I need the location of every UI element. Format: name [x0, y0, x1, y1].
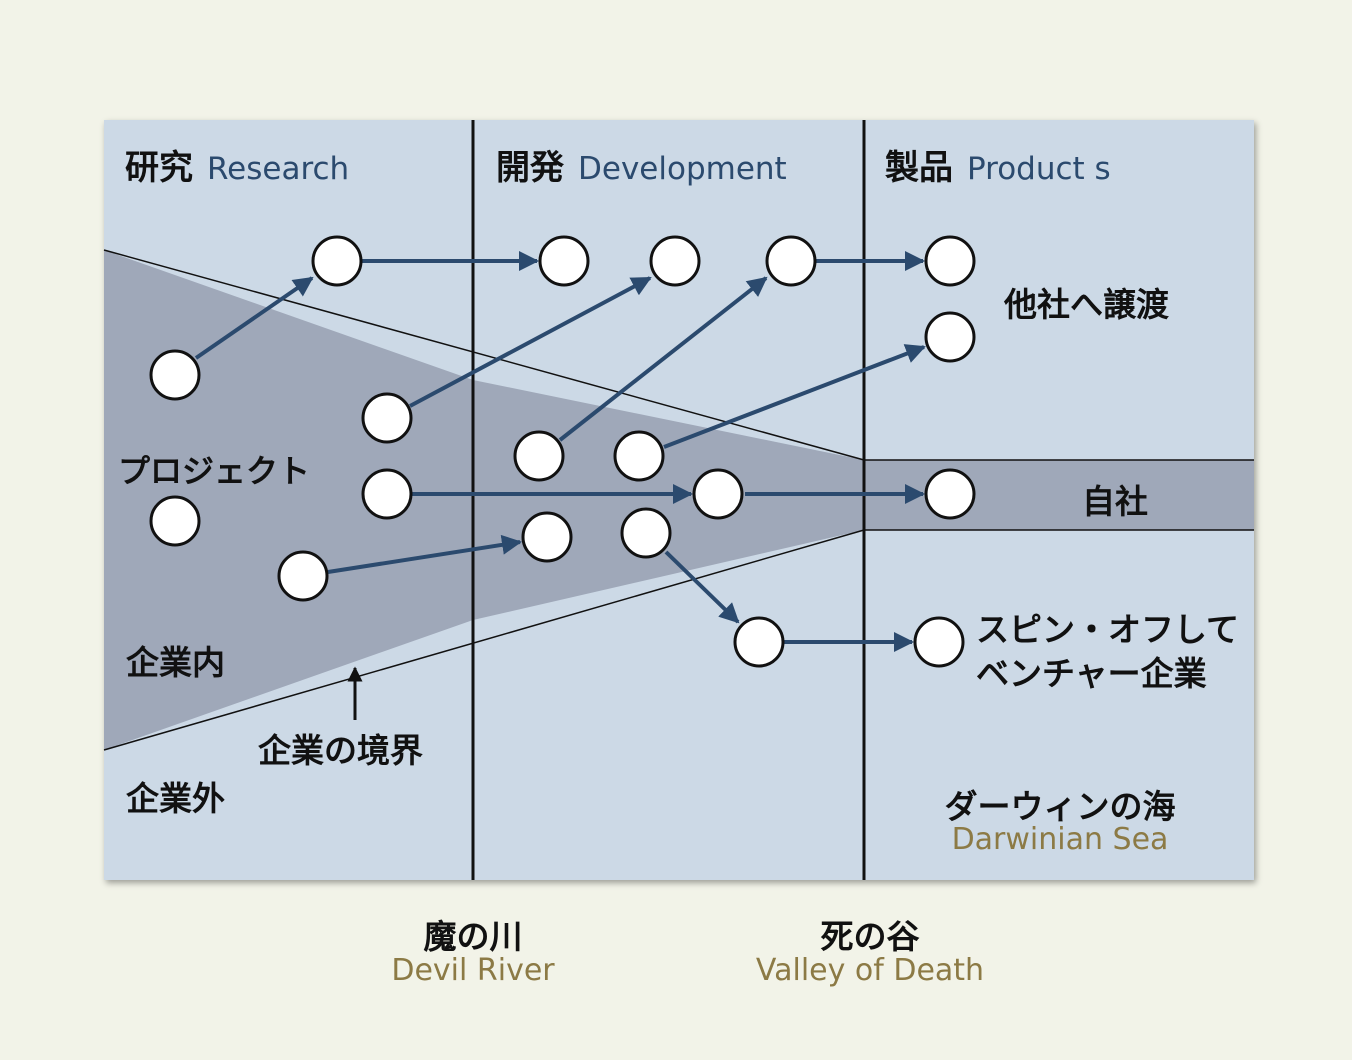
project-node	[277, 550, 329, 602]
valley-of-death-label-jp: 死の谷	[820, 917, 920, 956]
project-node	[311, 235, 363, 287]
project-node	[149, 349, 201, 401]
project-node	[521, 511, 573, 563]
project-node	[613, 430, 665, 482]
project-node	[924, 235, 976, 287]
own-company-label: 自社	[1082, 482, 1148, 521]
project-node	[149, 495, 201, 547]
arrow	[558, 276, 768, 442]
project-node	[513, 430, 565, 482]
project-node	[733, 616, 785, 668]
project-node	[620, 507, 672, 559]
outside-company-label: 企業外	[126, 779, 225, 818]
project-node	[924, 468, 976, 520]
header-development-en: Development	[578, 151, 787, 187]
header-products-en: Product s	[967, 151, 1111, 187]
header-research-jp: 研究	[125, 148, 193, 188]
arrow	[327, 534, 522, 574]
project-node	[913, 616, 965, 668]
header-development-jp: 開発	[496, 148, 564, 188]
spinoff-label-line1: スピン・オフして	[976, 610, 1240, 649]
project-label: プロジェクト	[118, 452, 311, 490]
boundary-line-bottom	[103, 529, 865, 751]
spinoff-label-line2: ベンチャー企業	[976, 654, 1207, 693]
project-node	[924, 311, 976, 363]
header-development: 開発 Development	[496, 140, 787, 189]
darwin-label-en: Darwinian Sea	[951, 822, 1169, 857]
devil-river-label-en: Devil River	[391, 953, 555, 988]
arrow	[409, 276, 652, 408]
company-boundary-label: 企業の境界	[258, 731, 423, 770]
arrow	[663, 344, 926, 449]
boundary-line-top	[103, 249, 865, 461]
header-products-jp: 製品	[885, 148, 953, 188]
header-research-en: Research	[207, 151, 350, 187]
header-products: 製品 Product s	[885, 140, 1111, 189]
project-node	[649, 235, 701, 287]
darwin-label-jp: ダーウィンの海	[944, 787, 1176, 826]
devil-river-label-jp: 魔の川	[423, 917, 523, 956]
header-research: 研究 Research	[125, 140, 349, 189]
arrow	[194, 276, 314, 360]
transfer-label: 他社へ譲渡	[1004, 285, 1169, 324]
project-node	[361, 392, 413, 444]
project-node	[765, 235, 817, 287]
arrow	[664, 550, 740, 624]
inside-company-label: 企業内	[126, 643, 225, 682]
valley-of-death-label-en: Valley of Death	[755, 953, 985, 988]
project-node	[361, 468, 413, 520]
project-node	[692, 468, 744, 520]
project-node	[538, 235, 590, 287]
